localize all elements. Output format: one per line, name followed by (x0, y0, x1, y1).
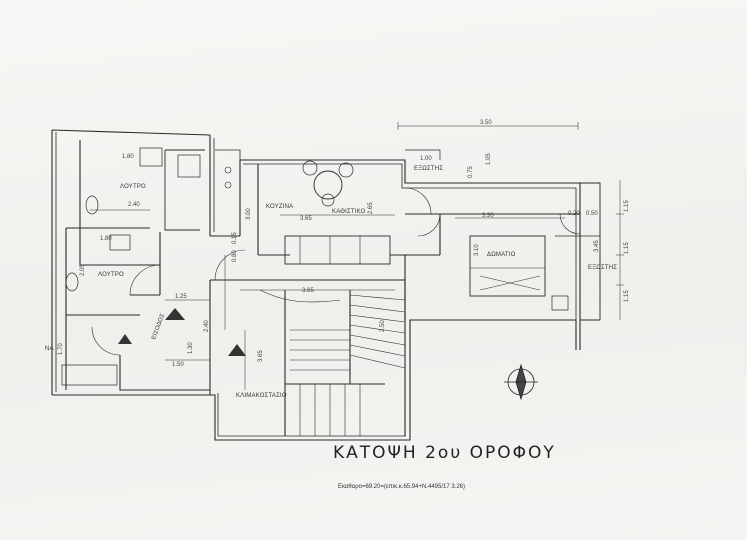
coffee-table (313, 170, 343, 200)
dim-label: 1.80 (122, 154, 134, 160)
dim-label: 1.05 (486, 153, 492, 165)
room-label-left-fragment: ΝΑ (45, 346, 54, 352)
dim-label: 1.15 (624, 242, 630, 254)
dim-label: 1.15 (624, 200, 630, 212)
sofa (284, 235, 391, 265)
room-label-wc1: ΛΟΥΤΡΟ (120, 184, 146, 190)
area-note: Εκαθαρο=69.20=(επικ.κ.65.94+Ν.4495/17 3.… (338, 484, 466, 490)
dim-label: 1.15 (624, 290, 630, 302)
stair-arrow-up (118, 308, 246, 356)
dim-label: 3.65 (300, 216, 312, 222)
room-label-kitchen: ΚΟΥΖΙΝΑ (266, 204, 293, 210)
dim-label: 1.70 (58, 343, 64, 355)
bed (469, 235, 546, 297)
room-label-balcony2: ΕΞΩΣΤΗΣ (588, 265, 617, 271)
wc-walls (65, 140, 210, 391)
dim-label: 3.65 (258, 350, 264, 362)
room-label-living: ΚΑΘΙΣΤΙΚΟ (332, 209, 366, 215)
dim-label: 0.75 (468, 166, 474, 178)
room-label-balcony1: ΕΞΩΣΤΗΣ (414, 166, 443, 172)
dim-label: 0.80 (232, 250, 238, 262)
dim-label: 2.40 (128, 202, 140, 208)
outer-wall (51, 129, 581, 395)
dim-top-total: 3.50 (480, 120, 492, 126)
dim-label: 3.10 (474, 244, 480, 256)
dim-label: 2.65 (368, 202, 374, 214)
north-compass (504, 363, 538, 401)
dim-label: 2.50 (380, 320, 386, 332)
dim-label: 1.25 (175, 294, 187, 300)
dim-label: 3.45 (594, 240, 600, 252)
dim-label: 0.15 (232, 232, 238, 244)
dim-label: 3.00 (246, 208, 252, 220)
dim-label: 3.30 (482, 213, 494, 219)
room-label-stair: ΚΛΙΜΑΚΟΣΤΑΣΙΟ (236, 393, 287, 399)
room-label-bedroom: ΔΩΜΑΤΙΟ (487, 252, 516, 258)
stair-walls (209, 279, 406, 436)
dim-label: 2.05 (80, 264, 86, 276)
room-label-wc2: ΛΟΥΤΡΟ (98, 272, 124, 278)
dim-label: 0.50 (586, 211, 598, 217)
drawing-title: ΚΑΤΟΨΗ 2ου ΟΡΟΦΟΥ (333, 443, 556, 463)
room-label-entrance: ΕΙΣΟΔΟΣ (151, 313, 166, 341)
dim-label: 0.20 (568, 211, 580, 217)
dim-label: 1.30 (188, 342, 194, 354)
dim-label: 2.40 (204, 320, 210, 332)
dim-label: 3.65 (302, 288, 314, 294)
dim-label: 1.80 (100, 236, 112, 242)
dim-label: 1.50 (172, 362, 184, 368)
dim-label: 1.00 (420, 156, 432, 162)
